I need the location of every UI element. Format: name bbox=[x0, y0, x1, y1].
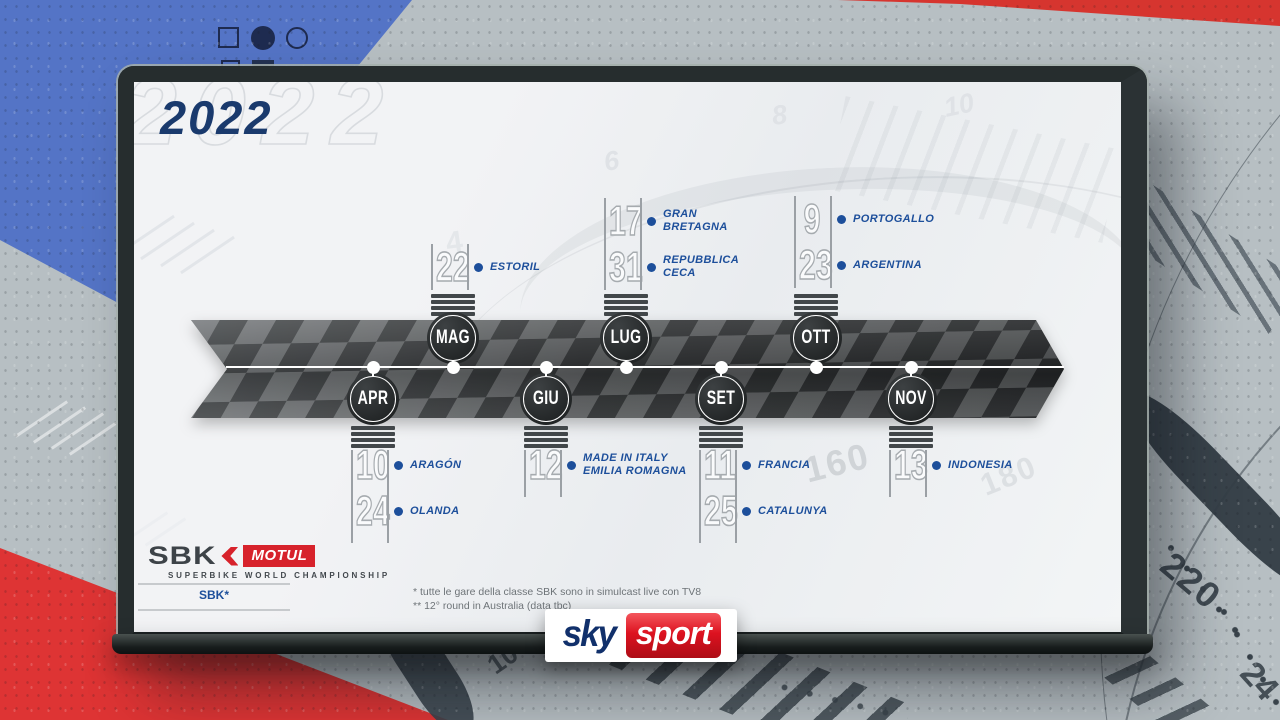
legend-divider bbox=[138, 583, 290, 585]
card-ghost-number: 10 bbox=[941, 87, 977, 123]
event-dot-icon bbox=[474, 262, 483, 272]
card-ghost-number: 6 bbox=[601, 144, 622, 178]
event-dot-icon bbox=[394, 460, 403, 470]
page-title-year: 2022 bbox=[160, 91, 273, 144]
race-location: ESTORIL bbox=[490, 260, 541, 273]
sport-logo-text: sport bbox=[625, 613, 721, 658]
channel-label: SBK* bbox=[198, 588, 229, 602]
event-dot-icon bbox=[394, 506, 403, 516]
ghost-year-watermark: 2022 bbox=[134, 82, 400, 166]
race-event: 24 OLANDA bbox=[351, 487, 461, 535]
card-ghost-number: 8 bbox=[769, 99, 789, 131]
divider-bars-icon bbox=[351, 426, 395, 448]
band-sheen bbox=[191, 320, 1064, 418]
timeline-axis-line bbox=[226, 366, 1064, 368]
sbk-logo-subtitle: SUPERBIKE WORLD CHAMPIONSHIP bbox=[168, 571, 390, 580]
footnote-line: ** 12° round in Australia (data tbc) bbox=[413, 600, 572, 612]
tv-frame: 2022 6 8 10 4 160 180 2022 bbox=[118, 66, 1147, 650]
race-day: 10 bbox=[355, 441, 390, 489]
motul-logo-text: MOTUL bbox=[243, 545, 316, 567]
sbk-motul-logo: SBK MOTUL SUPERBIKE WORLD CHAMPIONSHIP bbox=[148, 542, 390, 580]
decor-circle-outline bbox=[286, 27, 308, 49]
race-location: OLANDA bbox=[410, 504, 460, 517]
footnotes: * tutte le gare della classe SBK sono in… bbox=[413, 585, 701, 613]
decor-square-outline bbox=[218, 27, 239, 48]
sky-sport-logo: sky sport bbox=[545, 609, 737, 662]
sky-logo-text: sky bbox=[562, 613, 617, 654]
sbk-logo-text: SBK bbox=[148, 541, 217, 570]
card-ghost-number: 4 bbox=[443, 225, 465, 261]
calendar-card: 2022 6 8 10 4 160 180 2022 bbox=[134, 82, 1121, 632]
motul-chevron-icon bbox=[221, 546, 239, 566]
divider-bars-icon bbox=[431, 294, 475, 316]
decor-circle-filled bbox=[251, 26, 275, 50]
footnote-line: * tutte le gare della classe SBK sono in… bbox=[413, 586, 702, 598]
race-day: 24 bbox=[355, 487, 390, 535]
legend-divider bbox=[138, 609, 290, 611]
